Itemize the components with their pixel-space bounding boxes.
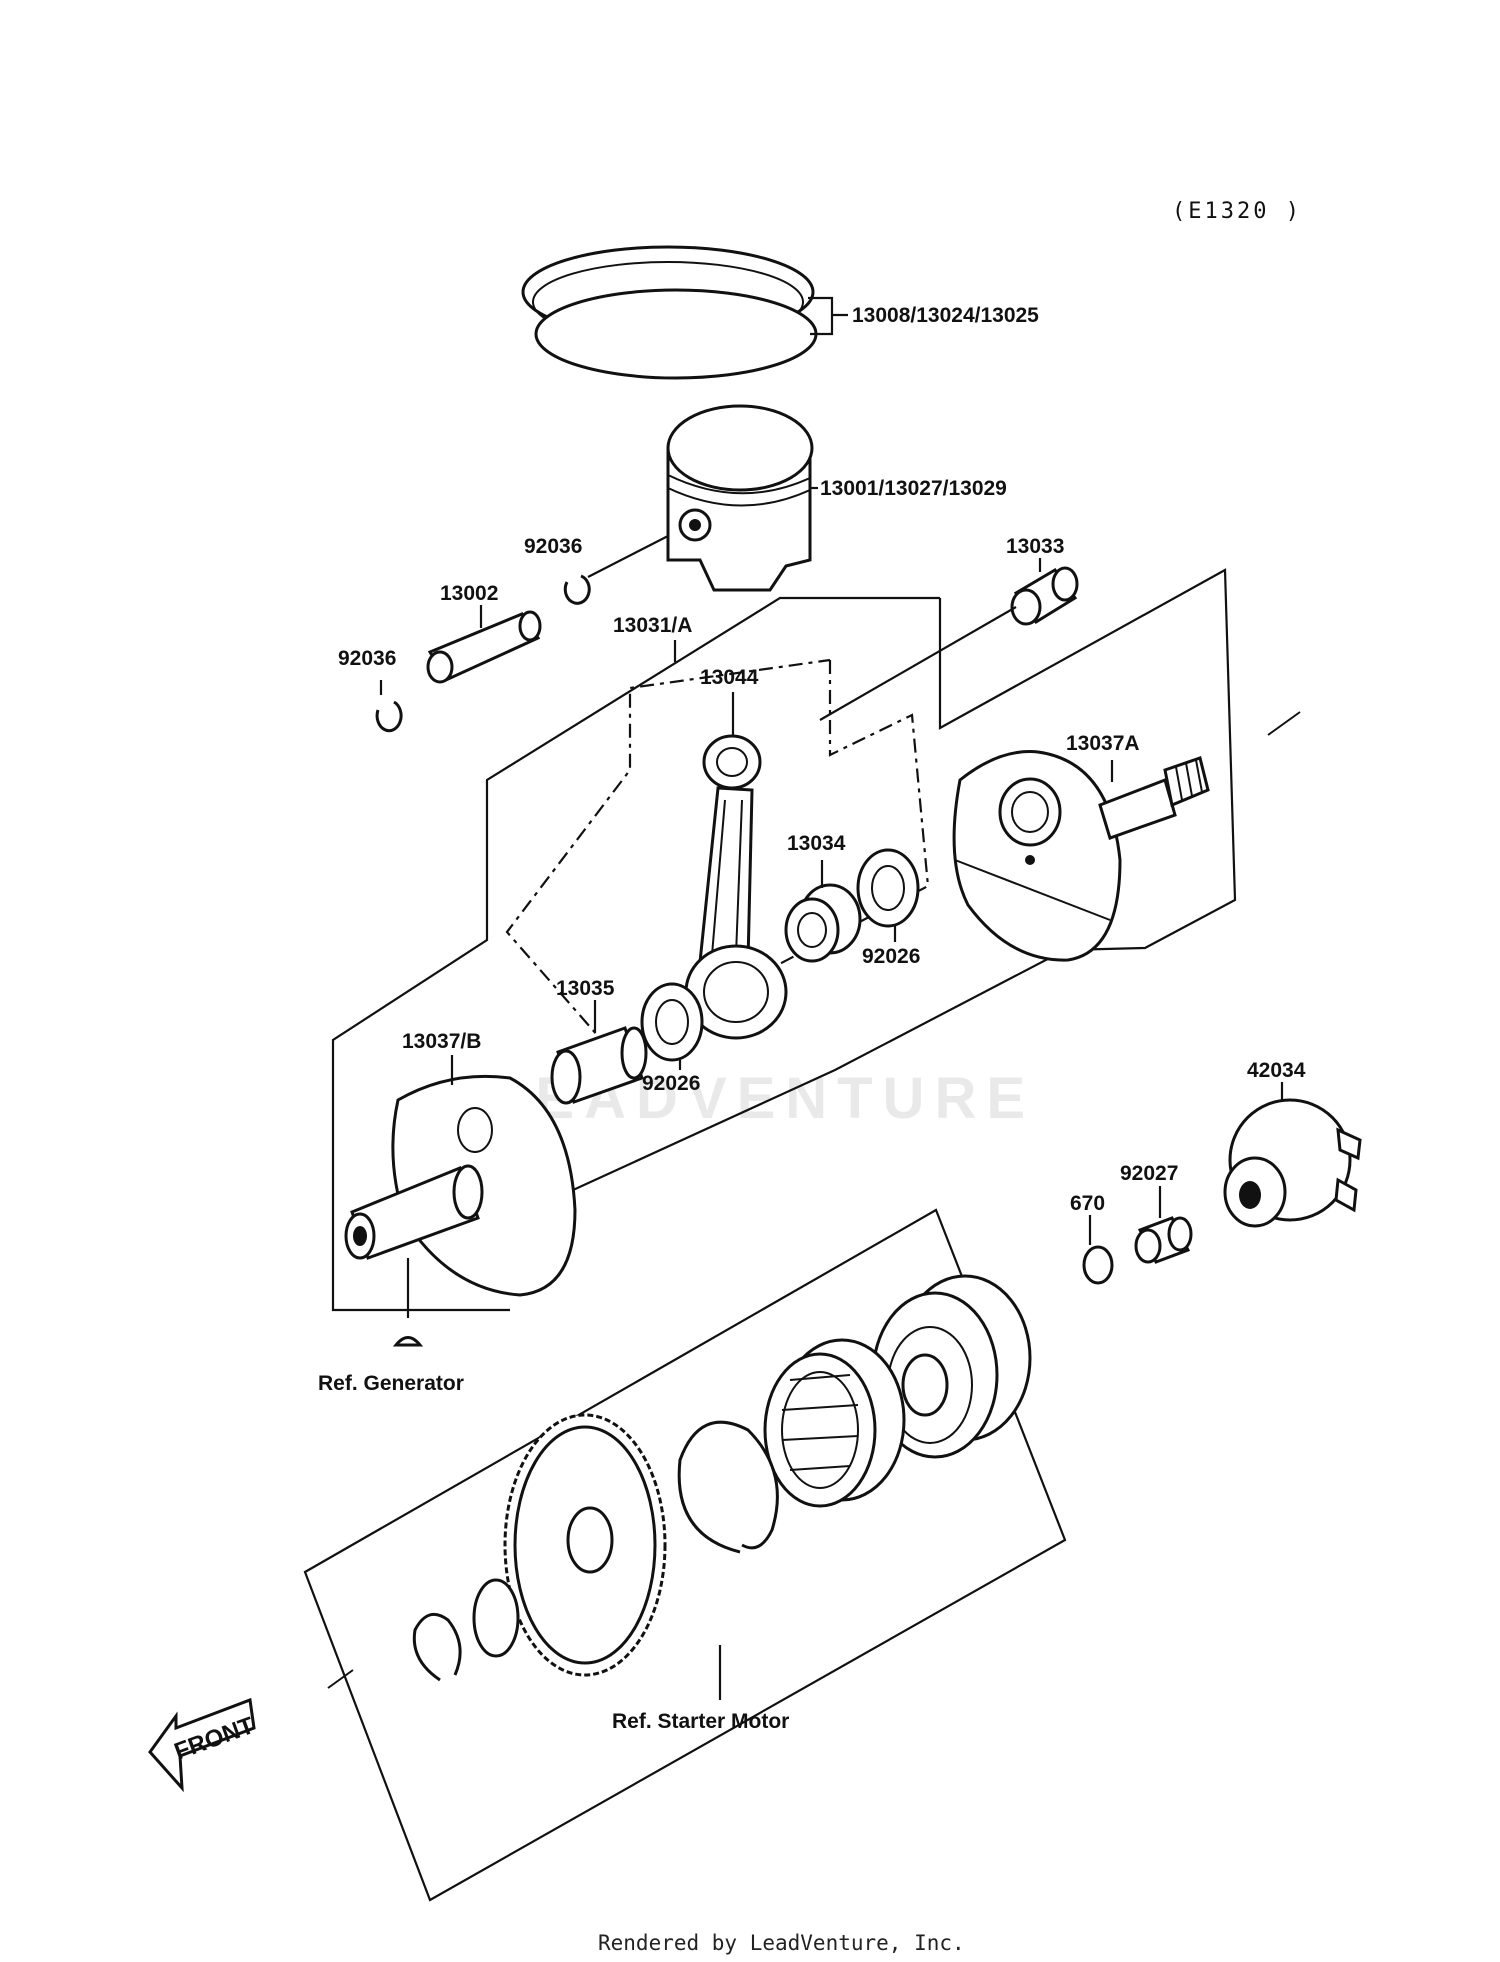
label-small-end-bearing[interactable]: 13033 <box>1006 535 1064 558</box>
woodruff-key-part[interactable] <box>392 1336 424 1347</box>
crank-assy-tick-right <box>1267 711 1301 736</box>
piston-rings-part[interactable] <box>521 245 818 380</box>
flywheel-a-part[interactable] <box>952 750 1210 962</box>
crank-assy-boundary-left <box>331 596 940 1312</box>
diagram-code: (E1320 ) <box>1172 199 1302 224</box>
label-oring[interactable]: 670 <box>1070 1192 1105 1215</box>
small-end-bearing-part[interactable] <box>1010 566 1079 626</box>
flywheel-b-part[interactable] <box>344 1074 577 1297</box>
leader-small-end-bearing-to-rod <box>819 606 1017 721</box>
label-piston[interactable]: 13001/13027/13029 <box>820 477 1007 500</box>
front-direction-arrow: FRONT <box>148 1697 258 1793</box>
circlip-upper-part[interactable] <box>563 574 591 605</box>
starter-assy-boundary <box>303 1208 1067 1902</box>
circlip-lower-part[interactable] <box>375 700 403 733</box>
label-crankpin[interactable]: 13035 <box>556 977 615 1000</box>
conrod-assy-boundary <box>505 658 930 1054</box>
label-washer-upper[interactable]: 92026 <box>862 945 920 968</box>
footer-credit: Rendered by LeadVenture, Inc. <box>598 1931 965 1955</box>
label-flywheel-a[interactable]: 13037A <box>1066 732 1140 755</box>
starter-assy-tick-left <box>327 1669 354 1689</box>
crankpin-part[interactable] <box>550 1026 648 1105</box>
washer-starter-part[interactable] <box>472 1578 520 1658</box>
starter-gear-part[interactable] <box>503 1413 667 1677</box>
label-rings[interactable]: 13008/13024/13025 <box>852 304 1039 327</box>
leader-rings <box>808 296 848 336</box>
label-big-end-bearing[interactable]: 13034 <box>787 832 846 855</box>
label-circlip-upper[interactable]: 92036 <box>524 535 582 558</box>
thrust-washer-upper-part[interactable] <box>856 848 920 928</box>
label-conrod[interactable]: 13044 <box>700 666 759 689</box>
circlip-starter-part[interactable] <box>412 1612 462 1682</box>
connecting-rod-part[interactable] <box>684 734 788 1040</box>
crank-assy-boundary-outer <box>524 568 1237 1214</box>
leader-circlip-upper <box>587 535 669 578</box>
label-bearing-housing[interactable]: 42034 <box>1247 1059 1306 1082</box>
big-end-bearing-part[interactable] <box>784 883 862 963</box>
o-ring-part[interactable] <box>1082 1245 1114 1285</box>
label-crank-assy[interactable]: 13031/A <box>613 614 692 637</box>
snap-ring-large-part[interactable] <box>677 1420 779 1554</box>
piston-pin-part[interactable] <box>426 610 542 684</box>
label-circlip-lower[interactable]: 92036 <box>338 647 396 670</box>
piston-part[interactable] <box>666 404 814 592</box>
bushing-part[interactable] <box>1134 1216 1193 1264</box>
label-ref-generator[interactable]: Ref. Generator <box>318 1372 464 1395</box>
label-pin[interactable]: 13002 <box>440 582 498 605</box>
bearing-housing-part[interactable] <box>1223 1098 1362 1228</box>
label-washer-lower[interactable]: 92026 <box>642 1072 700 1095</box>
label-bushing[interactable]: 92027 <box>1120 1162 1178 1185</box>
one-way-clutch-part[interactable] <box>763 1338 906 1508</box>
thrust-washer-lower-part[interactable] <box>640 982 704 1062</box>
label-flywheel-b[interactable]: 13037/B <box>402 1030 481 1053</box>
label-ref-starter[interactable]: Ref. Starter Motor <box>612 1710 789 1733</box>
